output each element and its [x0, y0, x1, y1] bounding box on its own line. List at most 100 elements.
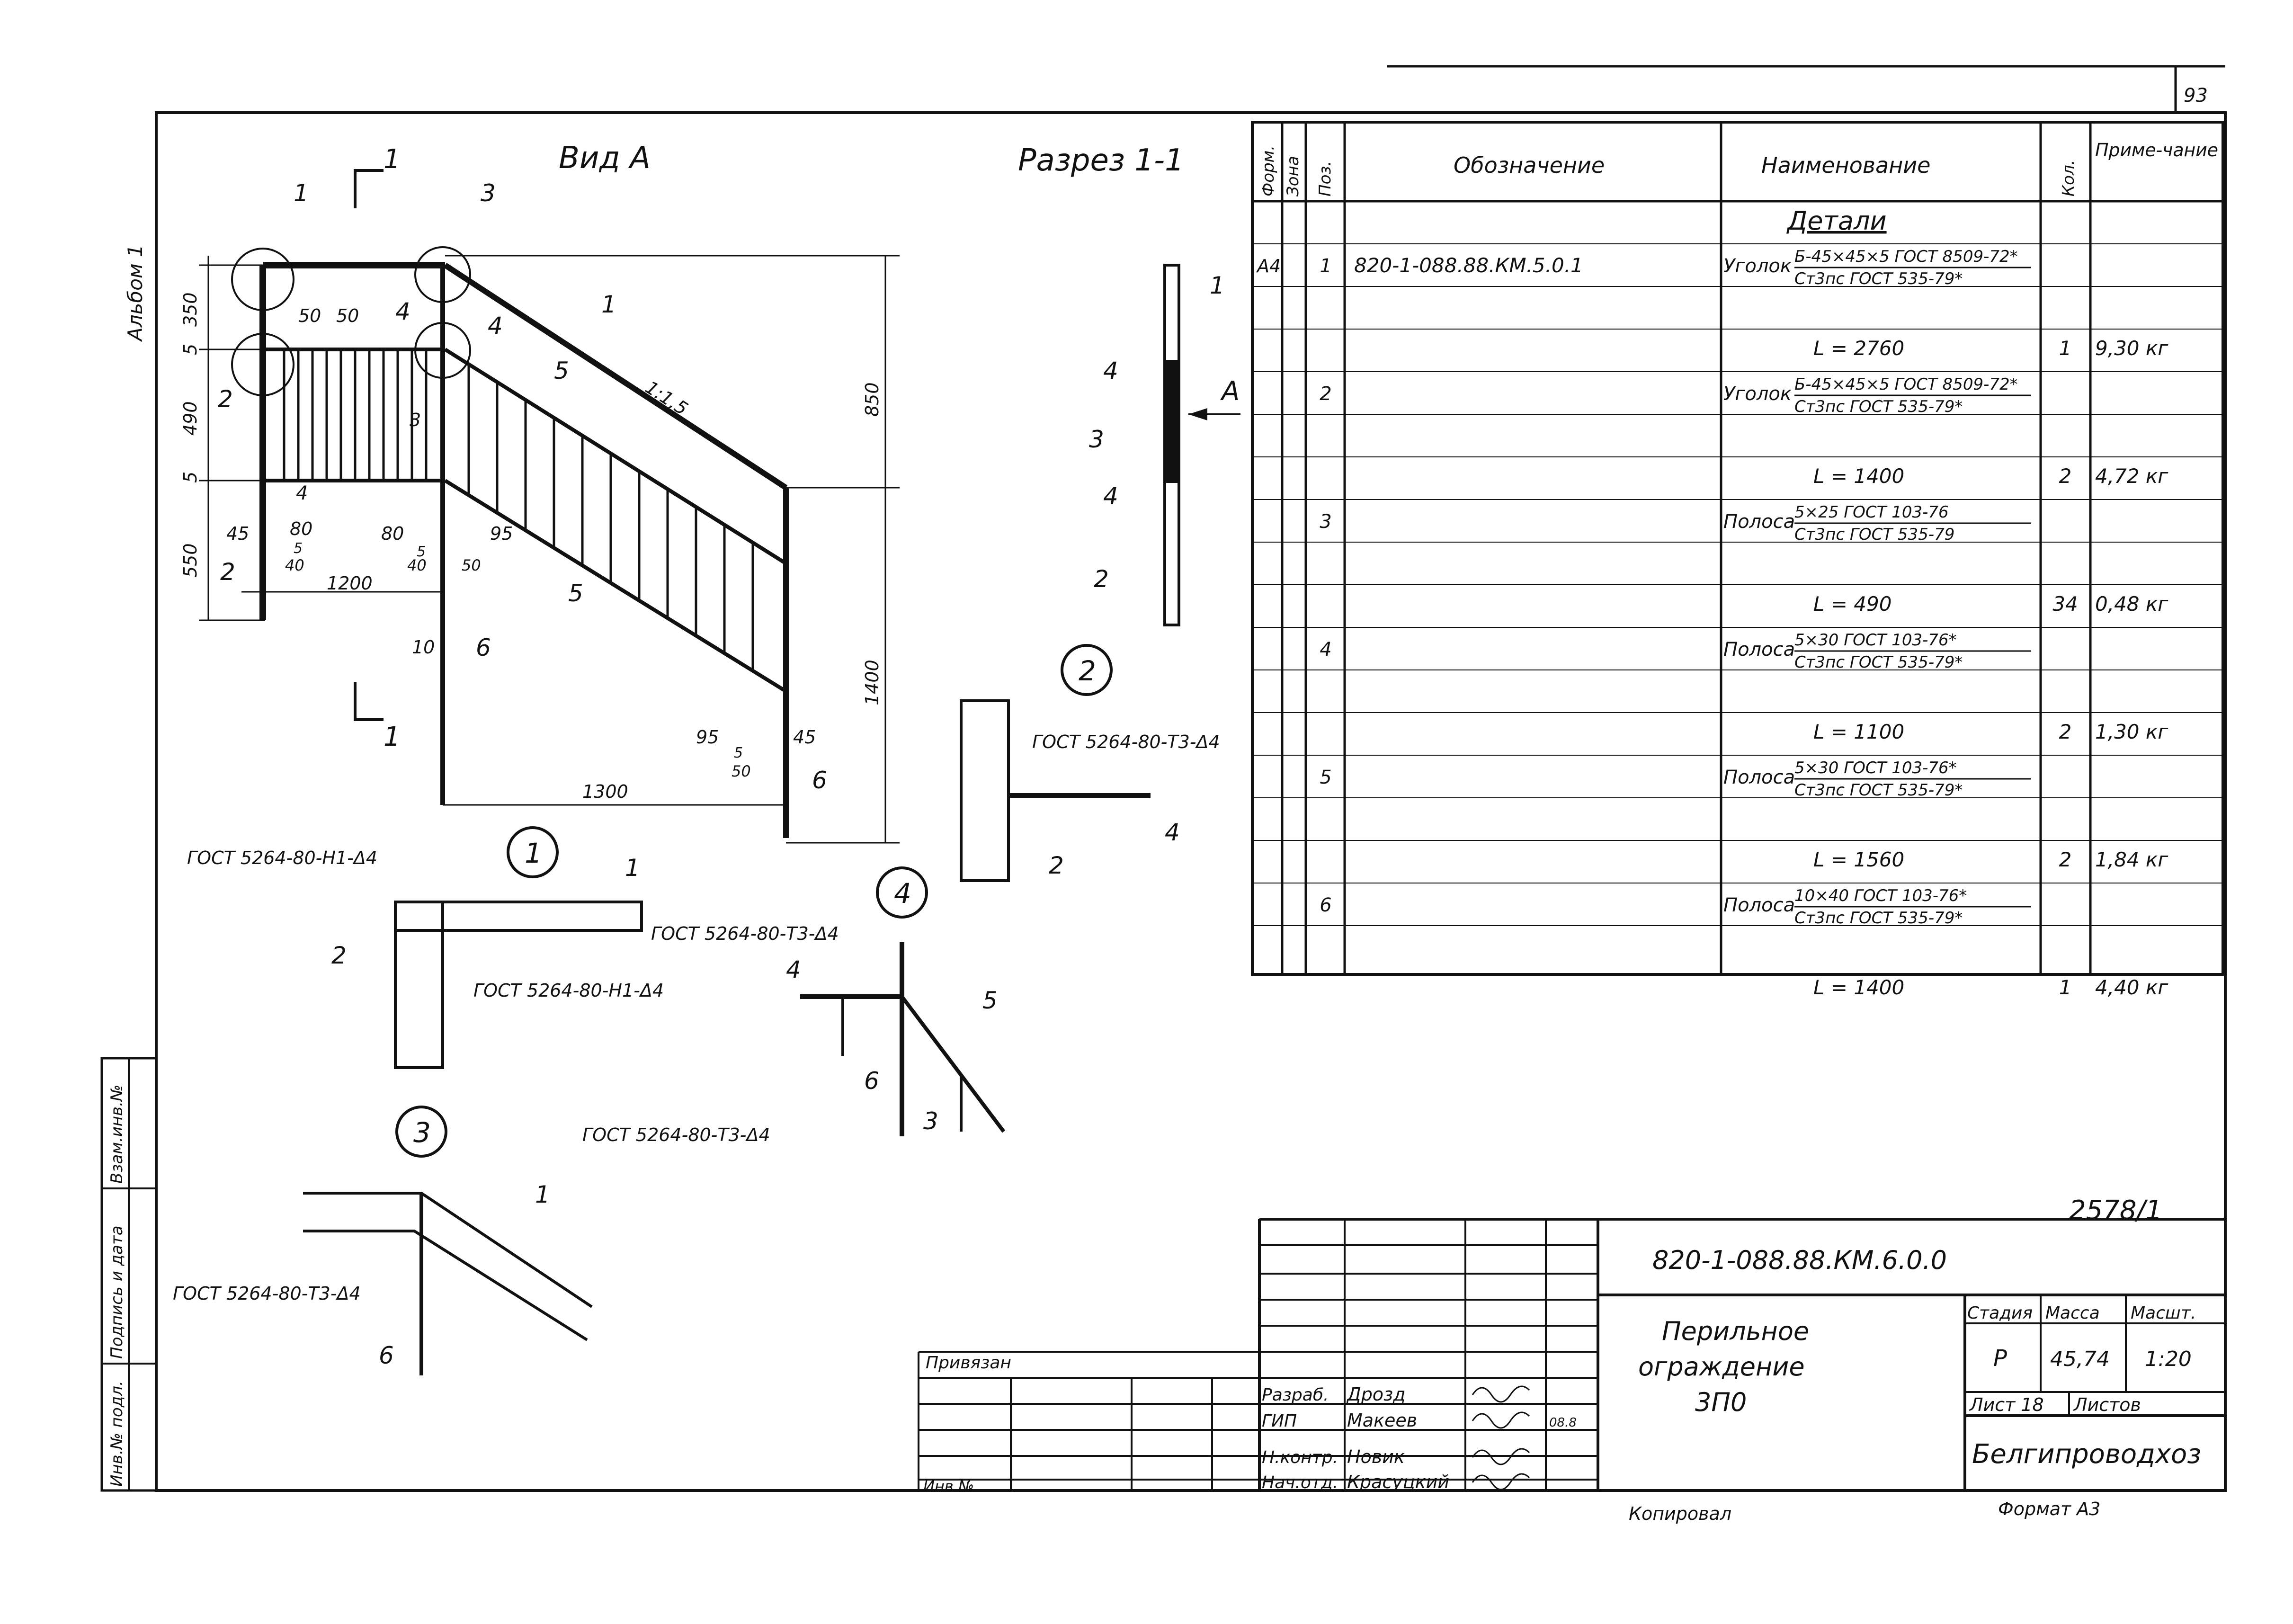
detail-1: 1 ГОСТ 5264-80-Н1-Δ4 ГОСТ 5264-80-Н1-Δ4 … — [187, 826, 664, 1069]
dim-50d: 50 — [732, 762, 751, 780]
row-pos: 1 — [1320, 255, 1331, 277]
callout-p3: 3 — [410, 410, 421, 430]
dim-10: 10 — [412, 637, 435, 658]
dim-550: 550 — [180, 543, 201, 578]
role-name: Новик — [1347, 1446, 1405, 1467]
stage-value: Р — [1993, 1345, 2007, 1372]
title-block: 2578/1 — [918, 1195, 2225, 1524]
sec-callout-3: 3 — [1089, 426, 1104, 453]
dim-50c: 50 — [462, 556, 481, 574]
row-note: 1,84 кг — [2095, 848, 2168, 871]
row-pos: 4 — [1320, 639, 1331, 660]
row-name-prefix: Полоса — [1723, 767, 1795, 788]
row-name-top: Б-45×45×5 ГОСТ 8509-72* — [1794, 375, 2018, 394]
signature-mark — [1472, 1411, 1530, 1429]
role-date: 08.8 — [1549, 1416, 1577, 1430]
cut-mark-bottom: 1 — [384, 722, 401, 752]
role-title: Н.контр. — [1262, 1448, 1338, 1467]
signature-mark — [1472, 1473, 1530, 1490]
dim-5d: 5 — [417, 544, 426, 560]
row-note: 4,40 кг — [2095, 976, 2168, 999]
row-length: L = 490 — [1813, 592, 1892, 616]
sec-callout-4a: 4 — [1103, 357, 1118, 384]
organization: Белгипроводхоз — [1972, 1439, 2201, 1470]
row-designation: 820-1-088.88.КМ.5.0.1 — [1354, 254, 1583, 277]
cut-mark-top: 1 — [384, 144, 401, 175]
row-name-bottom: Ст3пс ГОСТ 535-79* — [1794, 269, 1963, 288]
detail-2-number: 2 — [1079, 655, 1096, 687]
copied-label: Копировал — [1629, 1503, 1731, 1524]
detail-1-number: 1 — [525, 837, 542, 869]
dim-5e: 5 — [734, 745, 743, 761]
row-qty: 2 — [2059, 848, 2072, 871]
callout-p4a: 4 — [395, 298, 410, 325]
dim-80a: 80 — [290, 518, 312, 539]
detail-3-weld: ГОСТ 5264-80-Т3-Δ4 — [173, 1283, 361, 1304]
stamp-inv-original: Инв.№ подл. — [107, 1381, 126, 1487]
mass-header: Масса — [2045, 1303, 2100, 1323]
stamp-signature-date: Подпись и дата — [107, 1225, 126, 1359]
row-name-top: 5×30 ГОСТ 103-76* — [1794, 631, 1957, 650]
detail-1-weld-top: ГОСТ 5264-80-Н1-Δ4 — [187, 848, 377, 868]
row-pos: 3 — [1320, 511, 1331, 533]
scale-value: 1:20 — [2145, 1347, 2192, 1371]
row-length: L = 1400 — [1813, 976, 1904, 999]
row-name-prefix: Полоса — [1723, 639, 1795, 660]
view-a-title: Вид А — [559, 141, 651, 176]
role-title: Разраб. — [1262, 1385, 1329, 1405]
detail-2-weld: ГОСТ 5264-80-Т3-Δ4 — [1032, 732, 1220, 752]
detail-1-p1: 1 — [625, 854, 640, 882]
row-length: L = 1400 — [1813, 464, 1904, 488]
callout-1: 1 — [294, 179, 309, 207]
row-name-bottom: Ст3пс ГОСТ 535-79 — [1794, 525, 1954, 544]
dim-80b: 80 — [381, 523, 404, 544]
row-pos: 6 — [1320, 894, 1331, 916]
title-line-2: ограждение — [1638, 1352, 1805, 1382]
callout-p4b: 4 — [296, 482, 308, 504]
inventory-number: 2578/1 — [2069, 1195, 2162, 1226]
callout-p1: 1 — [601, 291, 616, 318]
header-qty: Кол. — [2059, 160, 2078, 196]
arrow-a-label: А — [1220, 376, 1240, 407]
row-note: 4,72 кг — [2095, 464, 2168, 488]
side-stamp: Инв.№ подл. Подпись и дата Взам.инв.№ — [100, 1057, 158, 1492]
role-title: Нач.отд. — [1262, 1473, 1338, 1492]
detail-4-weld-top: ГОСТ 5264-80-Т3-Δ4 — [651, 923, 839, 944]
detail-2-p4: 4 — [1165, 819, 1180, 846]
title-line-3: 3П0 — [1695, 1387, 1747, 1417]
dim-50a: 50 — [298, 305, 321, 326]
row-name-top: 5×25 ГОСТ 103-76 — [1794, 503, 1949, 522]
stage-header: Стадия — [1967, 1303, 2033, 1323]
row-qty: 1 — [2059, 337, 2072, 360]
detail-1-weld-right: ГОСТ 5264-80-Н1-Δ4 — [473, 980, 664, 1001]
signature-mark — [1472, 1448, 1530, 1465]
detail-4-p6: 6 — [864, 1067, 879, 1095]
detail-4-number: 4 — [894, 877, 911, 910]
header-note: Приме-чание — [2095, 140, 2218, 161]
detail-4-weld-bottom: ГОСТ 5264-80-Т3-Δ4 — [582, 1124, 770, 1145]
row-name-bottom: Ст3пс ГОСТ 535-79* — [1794, 653, 1963, 672]
callout-2: 2 — [218, 385, 233, 413]
row-name-bottom: Ст3пс ГОСТ 535-79* — [1794, 781, 1963, 800]
detail-1-p2: 2 — [331, 942, 347, 969]
section-cut-marks: 1 1 — [354, 144, 401, 752]
dim-490: 490 — [180, 401, 201, 436]
detail-2: 2 ГОСТ 5264-80-Т3-Δ4 2 4 — [960, 644, 1220, 882]
header-designation: Обозначение — [1454, 152, 1605, 178]
sheet-frame: 93 Альбом 1 — [124, 65, 2227, 1492]
dim-5b: 5 — [180, 472, 201, 483]
bound-label: Привязан — [926, 1353, 1011, 1373]
sec-callout-1: 1 — [1210, 272, 1225, 299]
document-code: 820-1-088.88.КМ.6.0.0 — [1652, 1245, 1947, 1275]
detail-3: 3 ГОСТ 5264-80-Т3-Δ4 1 6 — [173, 1106, 593, 1375]
dim-40a: 40 — [285, 556, 304, 574]
detail-4-p5: 5 — [982, 987, 998, 1014]
dim-45: 45 — [226, 523, 249, 544]
detail-3-number: 3 — [413, 1116, 431, 1149]
row-length: L = 1100 — [1813, 720, 1904, 743]
format-label: Формат А3 — [1998, 1499, 2100, 1519]
